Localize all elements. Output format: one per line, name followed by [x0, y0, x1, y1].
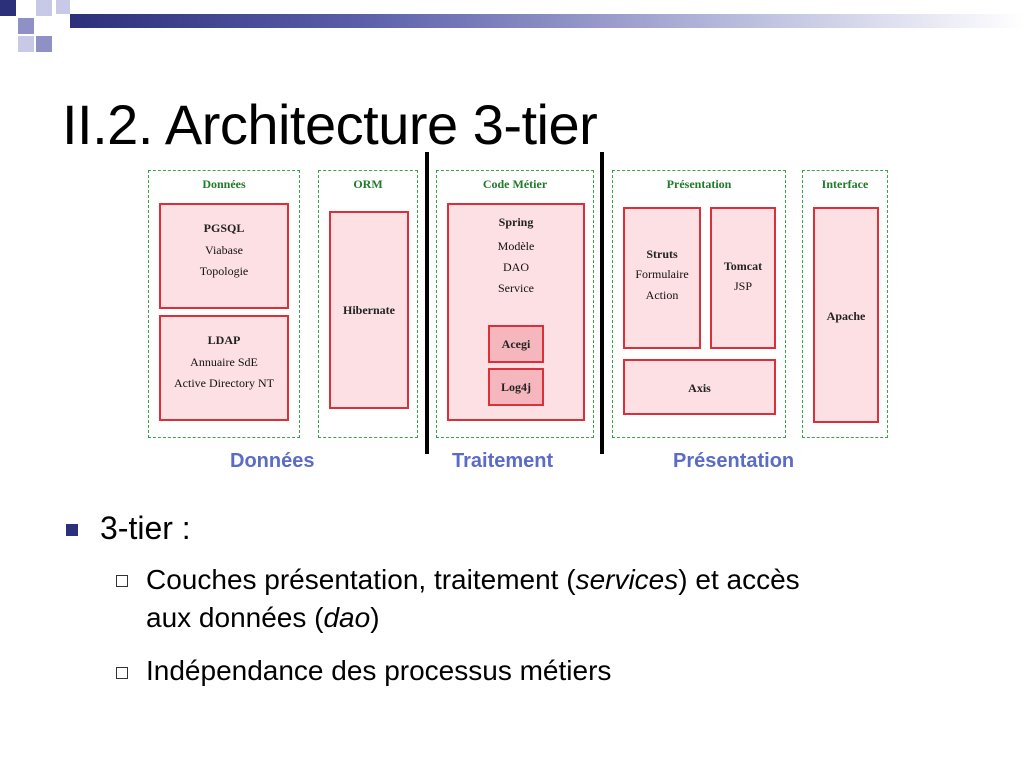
- box-line: Active Directory NT: [174, 376, 274, 390]
- column-orm: ORM Hibernate: [318, 170, 418, 438]
- column-interface: Interface Apache: [802, 170, 888, 438]
- box-pgsql: PGSQL Viabase Topologie: [159, 203, 289, 309]
- sub-bullet-text: Couches présentation, traitement (: [146, 564, 576, 595]
- column-title: Données: [202, 177, 246, 191]
- sub-bullet-text: ) et accès: [678, 564, 800, 595]
- box-line: Annuaire SdE: [190, 355, 258, 369]
- sub-bullet-text: aux données (: [146, 602, 324, 633]
- column-donnees: Données PGSQL Viabase Topologie LDAP Ann…: [148, 170, 300, 438]
- box-axis: Axis: [623, 359, 776, 415]
- box-struts: Struts Formulaire Action: [623, 207, 701, 349]
- box-line: Modèle: [497, 239, 535, 253]
- box-line: JSP: [733, 279, 753, 293]
- box-line: Formulaire: [635, 267, 689, 281]
- column-title: ORM: [353, 177, 383, 191]
- box-line: Topologie: [199, 264, 249, 278]
- tier-label-donnees: Données: [230, 450, 315, 472]
- box-apache: Apache: [813, 207, 879, 423]
- column-title: Interface: [821, 177, 869, 191]
- box-acegi: Acegi: [488, 325, 544, 363]
- box-title: Log4j: [501, 380, 531, 394]
- box-line: Viabase: [205, 243, 243, 257]
- column-title: Code Métier: [482, 177, 548, 191]
- sub-bullet-1: Couches présentation, traitement (servic…: [146, 561, 800, 637]
- header-bar: [70, 14, 1024, 28]
- sub-bullet-square-icon: [116, 667, 128, 679]
- box-title: Acegi: [501, 337, 531, 351]
- sub-bullet-square-icon: [116, 575, 128, 587]
- box-title: Spring: [498, 215, 534, 229]
- sub-bullet-text: ): [370, 602, 380, 633]
- box-title: Tomcat: [723, 259, 763, 273]
- box-tomcat: Tomcat JSP: [710, 207, 776, 349]
- box-title: Apache: [826, 309, 866, 323]
- bullet-main: 3-tier :: [100, 510, 191, 546]
- box-line: Service: [498, 281, 534, 295]
- sub-bullet-italic: services: [575, 564, 679, 595]
- box-line: DAO: [503, 260, 529, 274]
- sub-bullet-2: Indépendance des processus métiers: [146, 655, 612, 686]
- column-code-metier: Code Métier Spring Modèle DAO Service Ac…: [436, 170, 594, 438]
- box-line: Action: [645, 288, 679, 302]
- tier-label-presentation: Présentation: [673, 450, 795, 472]
- separator-right: [600, 152, 604, 454]
- box-ldap: LDAP Annuaire SdE Active Directory NT: [159, 315, 289, 421]
- column-title: Présentation: [666, 177, 732, 191]
- sub-bullet-italic: dao: [323, 602, 371, 633]
- box-title: Struts: [646, 247, 678, 261]
- slide-title: II.2. Architecture 3-tier: [62, 93, 598, 156]
- box-title: PGSQL: [203, 221, 245, 235]
- separator-left: [425, 152, 429, 454]
- box-hibernate: Hibernate: [329, 211, 409, 409]
- bullet-square-icon: [66, 524, 78, 536]
- tier-label-traitement: Traitement: [452, 450, 554, 472]
- box-title: LDAP: [207, 333, 241, 347]
- box-title: Hibernate: [343, 303, 395, 317]
- column-presentation: Présentation Struts Formulaire Action To…: [612, 170, 786, 438]
- box-log4j: Log4j: [488, 368, 544, 406]
- box-title: Axis: [688, 381, 711, 395]
